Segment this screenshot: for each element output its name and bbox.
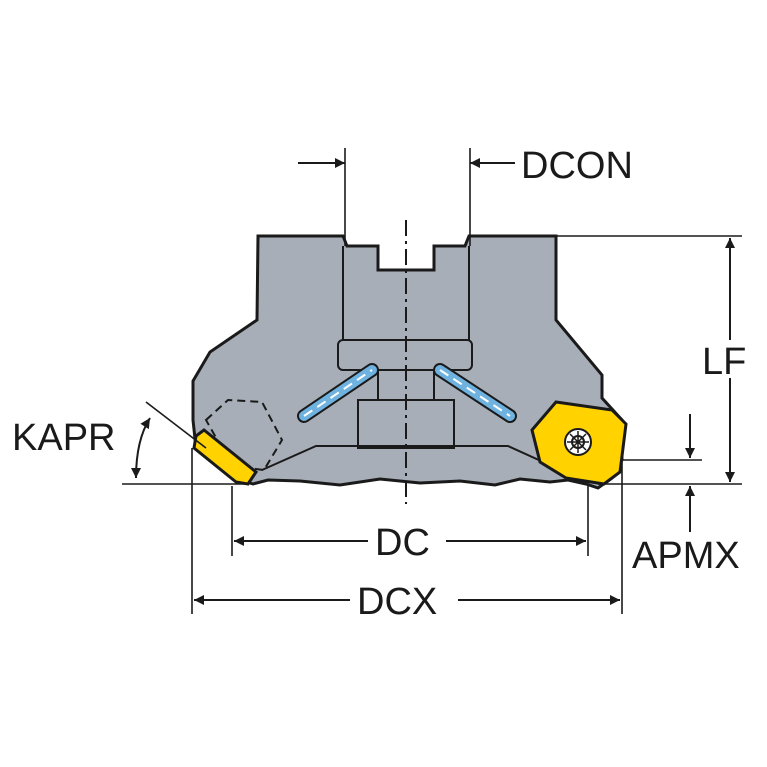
- apmx-label: APMX: [632, 535, 740, 577]
- dcon-label: DCON: [521, 145, 633, 187]
- lf-label: LF: [702, 341, 746, 383]
- dc-label: DC: [375, 522, 430, 564]
- face-recess: [261, 445, 553, 471]
- torx-screw-icon: [564, 428, 592, 456]
- kapr-angle-arc: [131, 417, 151, 479]
- coolant-channel-right: [433, 363, 517, 423]
- insert-left: [192, 428, 259, 486]
- arbor-bore: [342, 246, 470, 340]
- coolant-channel-left: [297, 363, 379, 423]
- kapr-label: KAPR: [12, 417, 115, 459]
- kapr-edge-line: [145, 401, 207, 449]
- dcx-label: DCX: [357, 581, 437, 623]
